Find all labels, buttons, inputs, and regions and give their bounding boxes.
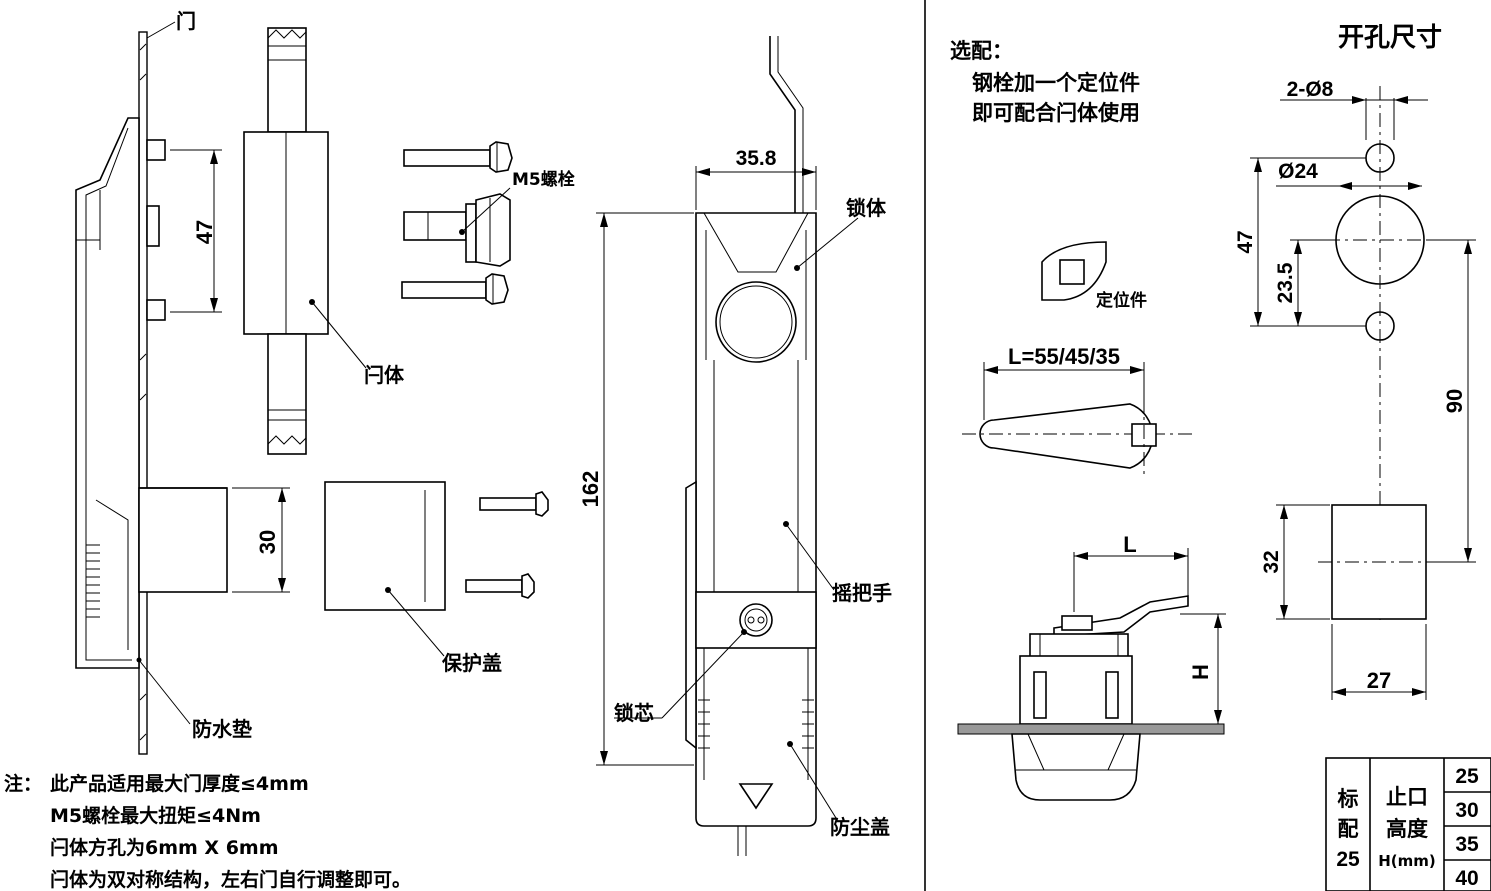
spec-col1-2: 25 (1336, 848, 1360, 871)
spec-value-30: 30 (1455, 799, 1478, 822)
dim-32: 32 (1260, 550, 1283, 573)
dim-90: 90 (1442, 389, 1467, 413)
door-body-part (243, 27, 367, 455)
spec-col2-2: H(mm) (1378, 852, 1436, 870)
dim-23-5: 23.5 (1274, 262, 1297, 303)
spec-col1-1: 配 (1338, 817, 1359, 841)
label-lock-core: 锁芯 (614, 701, 654, 725)
dim-27: 27 (1367, 668, 1391, 693)
spec-value-35: 35 (1455, 833, 1479, 856)
dim-47-left: 47 (192, 220, 217, 244)
options-title: 选配： (950, 39, 1013, 63)
spec-col2-1: 高度 (1386, 817, 1428, 841)
cutout-drawing (1250, 86, 1476, 700)
notes-line1: 此产品适用最大门厚度≤4mm (50, 772, 309, 795)
spec-col2-0: 止口 (1386, 785, 1428, 809)
options-line2: 即可配合闩体使用 (972, 101, 1140, 125)
dust-cover-grip-icon (698, 699, 814, 749)
dim-47-right: 47 (1234, 230, 1257, 253)
label-m5-bolt: M5螺栓 (512, 169, 575, 190)
spec-col1-0: 标 (1338, 787, 1359, 811)
side-view (75, 31, 290, 755)
label-lock-body: 锁体 (846, 196, 887, 220)
notes-line4: 闩体为双对称结构，左右门自行调整即可。 (50, 868, 411, 891)
arrow-down-icon (738, 783, 774, 810)
dim-2-d8: 2-Ø8 (1287, 78, 1334, 101)
label-positioning-part: 定位件 (1096, 290, 1147, 311)
label-handle: 摇把手 (832, 581, 892, 605)
label-waterproof-pad: 防水垫 (192, 717, 252, 741)
label-protective-cover: 保护盖 (441, 651, 502, 675)
dim-30: 30 (255, 530, 280, 554)
dim-d24: Ø24 (1278, 160, 1318, 183)
notes-line3: 闩体方孔为6mm X 6mm (50, 836, 279, 859)
dim-L: L (1123, 532, 1136, 557)
label-door-body: 闩体 (364, 363, 405, 387)
label-dust-cover: 防尘盖 (830, 815, 890, 839)
grip-lines-icon (86, 544, 100, 618)
notes-prefix: 注： (4, 772, 42, 795)
dim-162: 162 (578, 471, 603, 508)
bolts (401, 141, 549, 599)
installed-view (957, 548, 1226, 801)
options-line1: 钢栓加一个定位件 (972, 71, 1140, 95)
spec-value-25: 25 (1455, 765, 1479, 788)
notes-line2: M5螺栓最大扭矩≤4Nm (50, 804, 261, 827)
cutout-title: 开孔尺寸 (1338, 23, 1442, 53)
protective-cover-part (324, 481, 446, 611)
dim-H: H (1188, 664, 1213, 680)
spec-value-40: 40 (1455, 867, 1478, 890)
dim-35-8: 35.8 (736, 147, 777, 170)
lever-drawing (962, 362, 1196, 476)
front-view (596, 36, 859, 856)
dim-lever-length: L=55/45/35 (1008, 344, 1120, 369)
label-door: 门 (176, 9, 196, 33)
spec-table (1325, 757, 1491, 891)
